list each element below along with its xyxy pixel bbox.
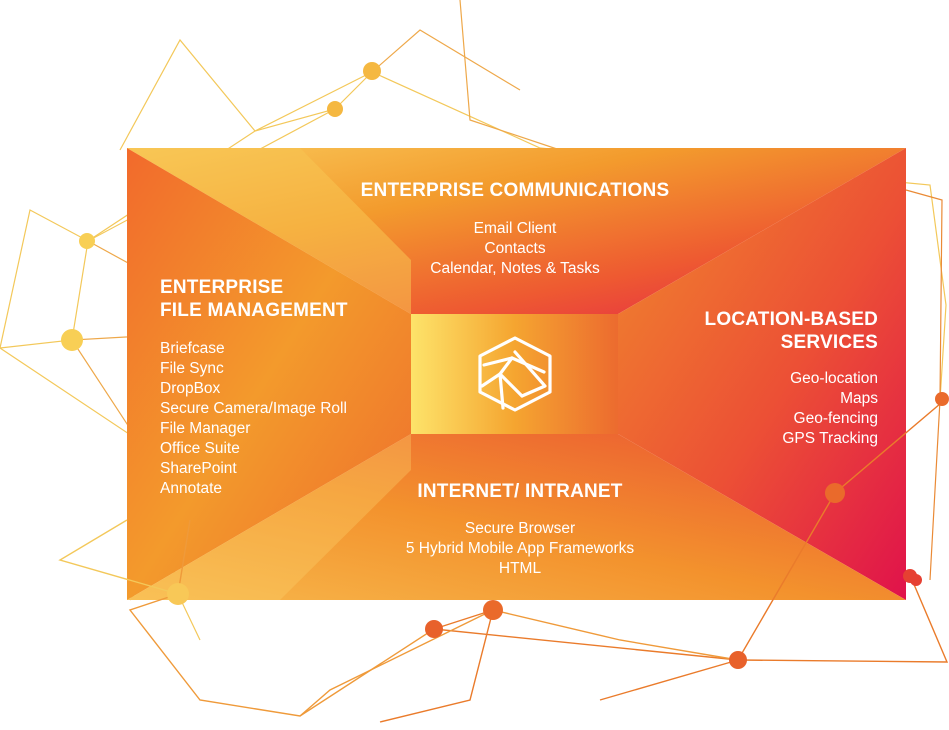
section-items: Geo-location Maps Geo-fencing GPS Tracki… <box>640 369 878 449</box>
network-nodes <box>61 62 949 669</box>
network-node <box>910 574 922 586</box>
list-item: Maps <box>840 390 878 407</box>
diagram-panel <box>127 148 906 600</box>
location-based-services-section: LOCATION-BASED SERVICES Geo-location Map… <box>640 308 878 449</box>
list-item: SharePoint <box>160 460 237 477</box>
enterprise-communications-section: ENTERPRISE COMMUNICATIONS Email Client C… <box>300 179 730 279</box>
list-item: Briefcase <box>160 340 225 357</box>
network-node <box>61 329 83 351</box>
section-heading: ENTERPRISE COMMUNICATIONS <box>360 180 670 201</box>
center-panel <box>411 314 618 434</box>
list-item: Office Suite <box>160 440 240 457</box>
hexagon-network-icon <box>478 336 552 412</box>
heading-line: LOCATION-BASED <box>704 309 878 330</box>
heading-line: ENTERPRISE <box>160 277 284 298</box>
section-heading: LOCATION-BASED SERVICES <box>640 308 878 354</box>
list-item: Annotate <box>160 480 223 497</box>
list-item: HTML <box>498 560 542 577</box>
network-node <box>167 583 189 605</box>
list-item: Email Client <box>473 220 557 237</box>
enterprise-file-management-section: ENTERPRISE FILE MANAGEMENT Briefcase Fil… <box>160 276 420 499</box>
list-item: GPS Tracking <box>782 430 878 447</box>
list-item: File Manager <box>160 420 251 437</box>
network-node <box>327 101 343 117</box>
list-item: 5 Hybrid Mobile App Frameworks <box>405 540 635 557</box>
network-node <box>825 483 845 503</box>
section-items: Secure Browser 5 Hybrid Mobile App Frame… <box>300 519 740 579</box>
list-item: Geo-location <box>790 370 878 387</box>
network-node <box>425 620 443 638</box>
section-heading: ENTERPRISE FILE MANAGEMENT <box>160 276 420 322</box>
list-item: File Sync <box>160 360 224 377</box>
list-item: DropBox <box>160 380 221 397</box>
list-item: Contacts <box>484 240 546 257</box>
network-node <box>363 62 381 80</box>
section-heading: INTERNET/ INTRANET <box>417 481 623 502</box>
bottom-panel <box>127 434 906 600</box>
list-item: Geo-fencing <box>793 410 878 427</box>
internet-intranet-section: INTERNET/ INTRANET Secure Browser 5 Hybr… <box>300 480 740 579</box>
list-item: Secure Camera/Image Roll <box>160 400 347 417</box>
network-node <box>729 651 747 669</box>
network-node <box>79 233 95 249</box>
left-panel <box>127 148 411 600</box>
network-node <box>935 392 949 406</box>
list-item: Secure Browser <box>464 520 576 537</box>
list-item: Calendar, Notes & Tasks <box>430 260 600 277</box>
heading-line: SERVICES <box>780 332 878 353</box>
section-items: Email Client Contacts Calendar, Notes & … <box>300 219 730 279</box>
section-items: Briefcase File Sync DropBox Secure Camer… <box>160 339 420 499</box>
heading-line: FILE MANAGEMENT <box>160 300 348 321</box>
network-node <box>483 600 503 620</box>
